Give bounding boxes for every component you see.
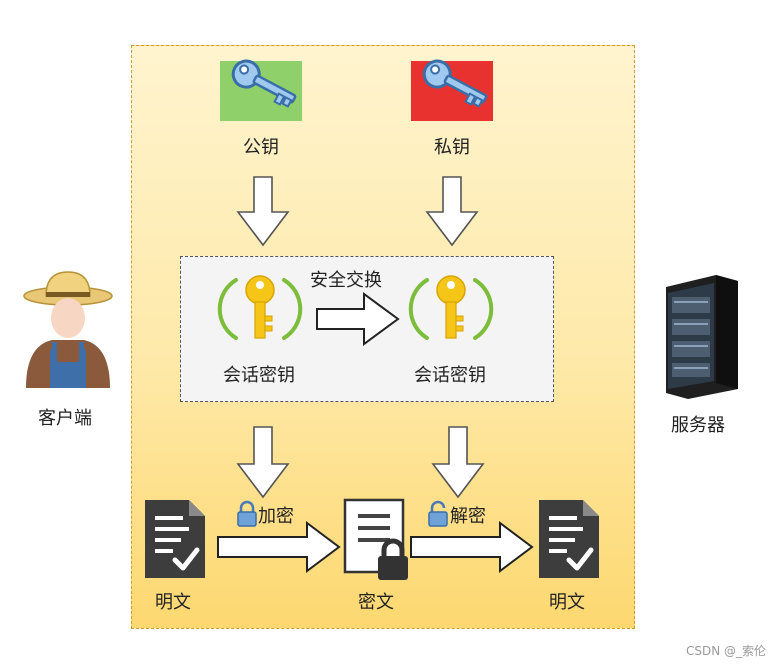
- right-arrow-icon: [316, 292, 400, 346]
- lock-icon: [428, 500, 448, 527]
- locked-document-icon: [343, 498, 408, 580]
- right-arrow-icon: [410, 521, 534, 573]
- secure-exchange-label: 安全交换: [310, 270, 382, 291]
- right-arrow-icon: [217, 521, 341, 573]
- plaintext-right-label: 明文: [549, 592, 585, 613]
- encrypt-label: 加密: [258, 506, 294, 527]
- decrypt-label: 解密: [450, 506, 486, 527]
- farmer-avatar-icon: [23, 271, 113, 388]
- golden-key-icon: [408, 275, 494, 340]
- server-rack-icon: [666, 275, 738, 399]
- document-check-icon: [145, 500, 205, 578]
- plaintext-left-label: 明文: [155, 592, 191, 613]
- key-icon: [231, 59, 297, 108]
- session-key-client-label: 会话密钥: [223, 365, 295, 386]
- document-check-icon: [539, 500, 599, 578]
- server-label: 服务器: [671, 415, 725, 436]
- lock-icon: [237, 500, 257, 527]
- down-arrow-icon: [236, 426, 290, 499]
- private-key-label: 私钥: [434, 137, 470, 158]
- golden-key-icon: [217, 275, 303, 340]
- down-arrow-icon: [236, 176, 290, 247]
- key-icon: [422, 59, 488, 108]
- session-key-server-label: 会话密钥: [414, 365, 486, 386]
- down-arrow-icon: [425, 176, 479, 247]
- client-label: 客户端: [38, 408, 92, 429]
- public-key-label: 公钥: [243, 137, 279, 158]
- ciphertext-label: 密文: [358, 592, 394, 613]
- watermark: CSDN @_索伦: [685, 644, 766, 658]
- down-arrow-icon: [431, 426, 485, 499]
